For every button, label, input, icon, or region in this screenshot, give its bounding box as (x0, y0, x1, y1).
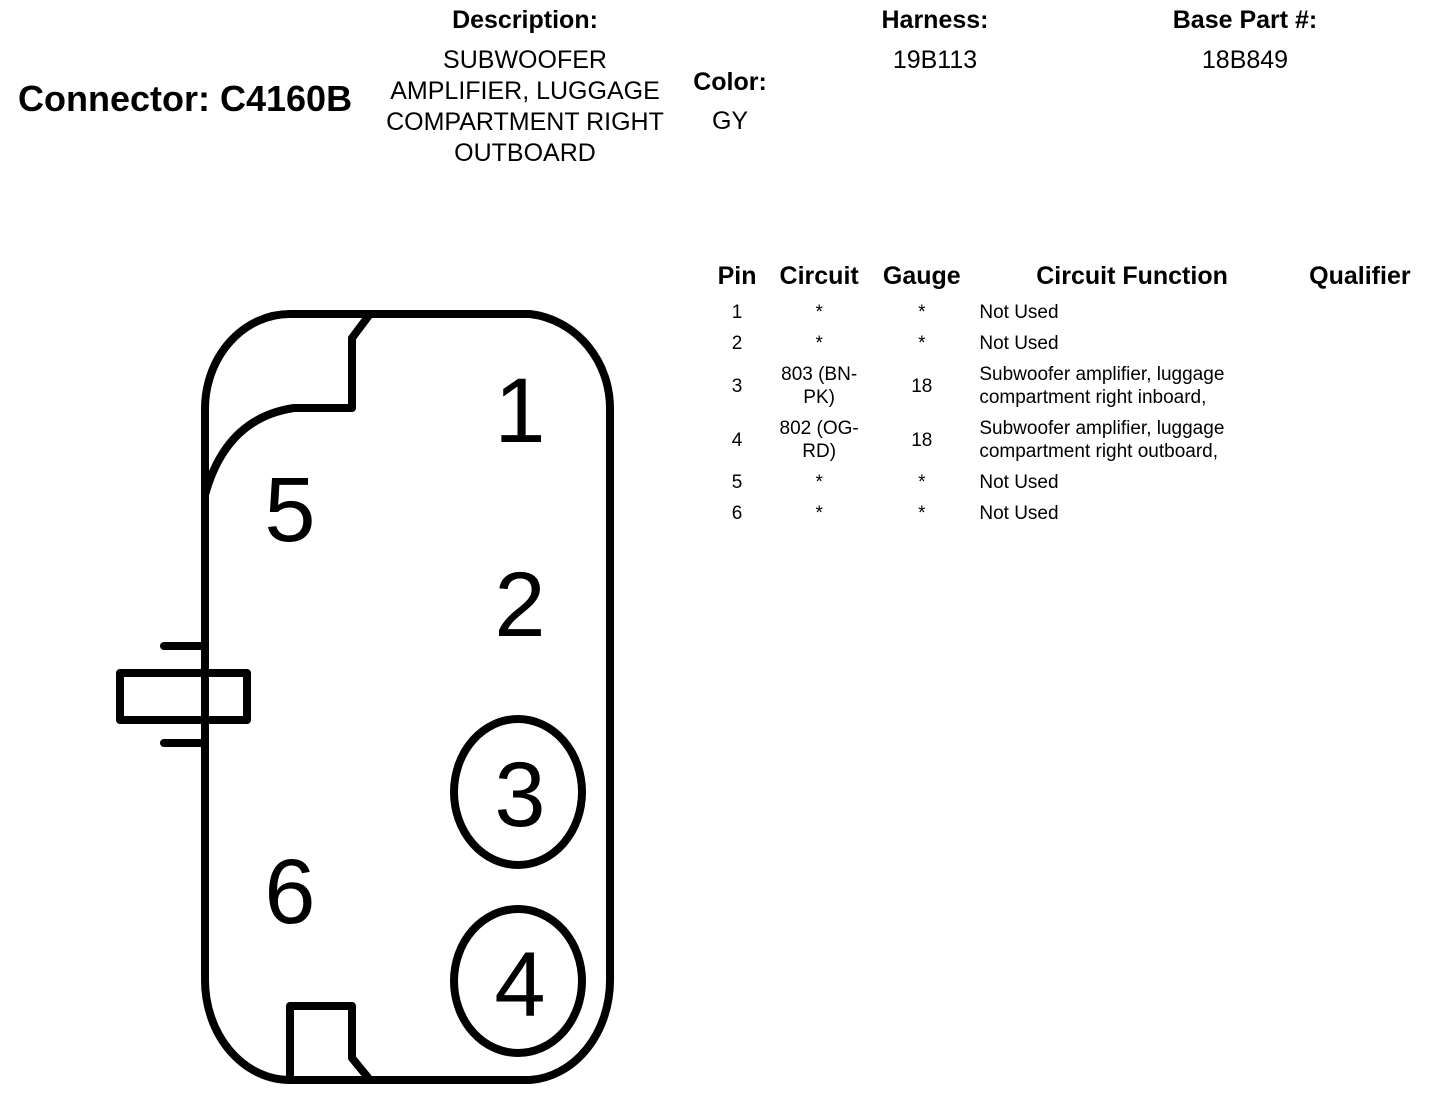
pin-3-circle (450, 715, 586, 869)
cell-circuit: * (815, 302, 823, 323)
header-circuit: Circuit (779, 262, 859, 290)
table-row: 5 * * Not Used (705, 467, 1435, 498)
cell-pin: 4 (731, 429, 743, 451)
cell-pin: 2 (731, 333, 743, 354)
table-row: 3 803 (BN-PK) 18 Subwoofer amplifier, lu… (705, 359, 1435, 413)
pin-table-header: Pin Circuit Gauge Circuit Function Quali… (705, 262, 1435, 297)
harness-label: Harness: (881, 6, 989, 34)
pin-table: Pin Circuit Gauge Circuit Function Quali… (705, 262, 1435, 529)
header-gauge: Gauge (882, 262, 961, 290)
description-value: SUBWOOFER AMPLIFIER, LUGGAGE COMPARTMENT… (386, 46, 664, 167)
cell-circuit: 803 (BN-PK) (781, 364, 858, 408)
cell-function: Not Used (979, 503, 1059, 524)
cell-gauge: * (918, 333, 926, 354)
cell-function: Not Used (979, 472, 1059, 493)
table-row: 2 * * Not Used (705, 328, 1435, 359)
pin-label-3: 3 (494, 744, 545, 846)
pin-label-2: 2 (494, 554, 545, 656)
top-key-notch (201, 310, 374, 499)
table-row: 1 * * Not Used (705, 297, 1435, 328)
cell-gauge: * (918, 472, 926, 493)
cell-function: Subwoofer amplifier, luggage compartment… (979, 418, 1225, 462)
cell-gauge: 18 (911, 429, 933, 451)
color-label: Color: (693, 68, 767, 96)
connector-outline (200, 310, 615, 1084)
pin-label-1: 1 (494, 360, 545, 462)
header-pin: Pin (717, 262, 757, 290)
cell-circuit: * (815, 333, 823, 354)
table-row: 6 * * Not Used (705, 498, 1435, 529)
cell-function: Subwoofer amplifier, luggage compartment… (979, 364, 1225, 408)
cell-pin: 6 (731, 503, 743, 524)
header-circuit-function: Circuit Function (1036, 262, 1228, 290)
pin-label-6: 6 (264, 841, 315, 943)
side-latch (116, 669, 251, 724)
cell-pin: 5 (731, 472, 743, 493)
harness-value: 19B113 (892, 46, 978, 74)
description-label: Description: (452, 6, 598, 34)
base-part-label: Base Part #: (1172, 6, 1318, 34)
cell-function: Not Used (979, 333, 1059, 354)
pin-label-4: 4 (494, 934, 545, 1036)
header-qualifier: Qualifier (1309, 262, 1411, 290)
cell-function: Not Used (979, 302, 1059, 323)
cell-pin: 1 (731, 302, 743, 323)
pin-label-5: 5 (264, 459, 315, 561)
cell-circuit: * (815, 503, 823, 524)
table-row: 4 802 (OG-RD) 18 Subwoofer amplifier, lu… (705, 413, 1435, 467)
bottom-key-notch (286, 1002, 374, 1084)
base-part-value: 18B849 (1201, 46, 1289, 74)
cell-pin: 3 (731, 375, 743, 397)
cell-gauge: 18 (911, 375, 933, 397)
cell-gauge: * (918, 302, 926, 323)
cell-circuit: * (815, 472, 823, 493)
pin-4-circle (450, 905, 586, 1057)
cell-gauge: * (918, 503, 926, 524)
connector-title: Connector: C4160B (18, 78, 353, 119)
cell-circuit: 802 (OG-RD) (779, 418, 859, 462)
color-value: GY (711, 107, 749, 135)
